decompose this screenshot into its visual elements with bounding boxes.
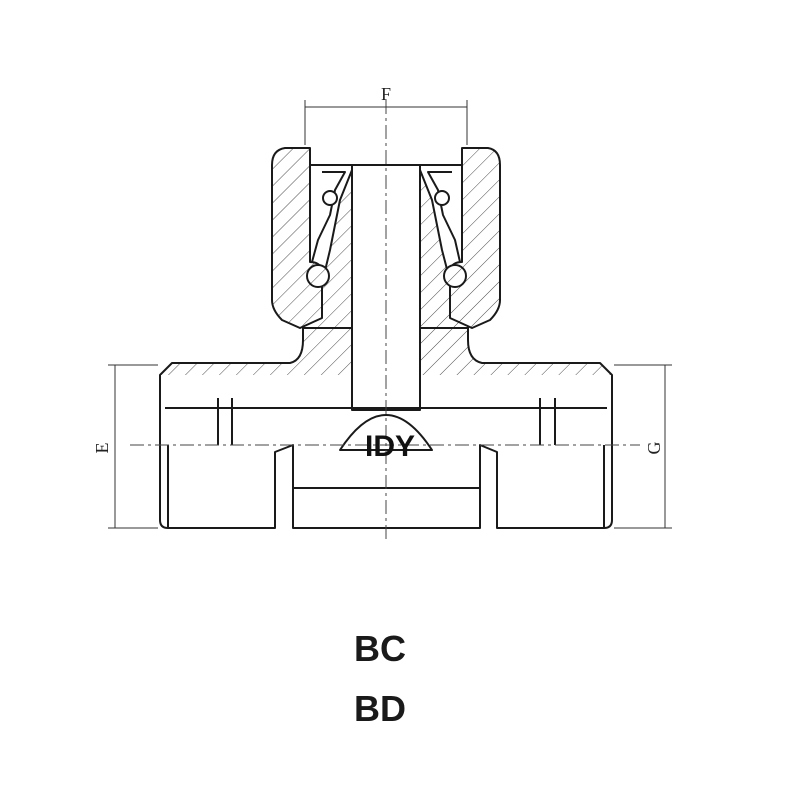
fitting-body bbox=[159, 147, 613, 529]
dimension-label-g: G bbox=[644, 442, 664, 455]
o-ring-upper-left bbox=[322, 190, 338, 206]
swivel-nut-left bbox=[271, 147, 323, 329]
dimension-label-f: F bbox=[381, 84, 391, 104]
dimension-lines bbox=[108, 100, 672, 529]
centre-lines bbox=[130, 100, 640, 540]
o-ring-upper-right bbox=[434, 190, 450, 206]
o-ring-lower-right bbox=[443, 264, 467, 288]
model-code-bd: BD bbox=[354, 688, 406, 729]
brand-logo: IDY bbox=[365, 430, 415, 463]
model-code-bc: BC bbox=[354, 628, 406, 669]
dimension-label-e: E bbox=[92, 443, 112, 454]
swivel-nut-right bbox=[449, 147, 501, 329]
o-ring-lower-left bbox=[306, 264, 330, 288]
